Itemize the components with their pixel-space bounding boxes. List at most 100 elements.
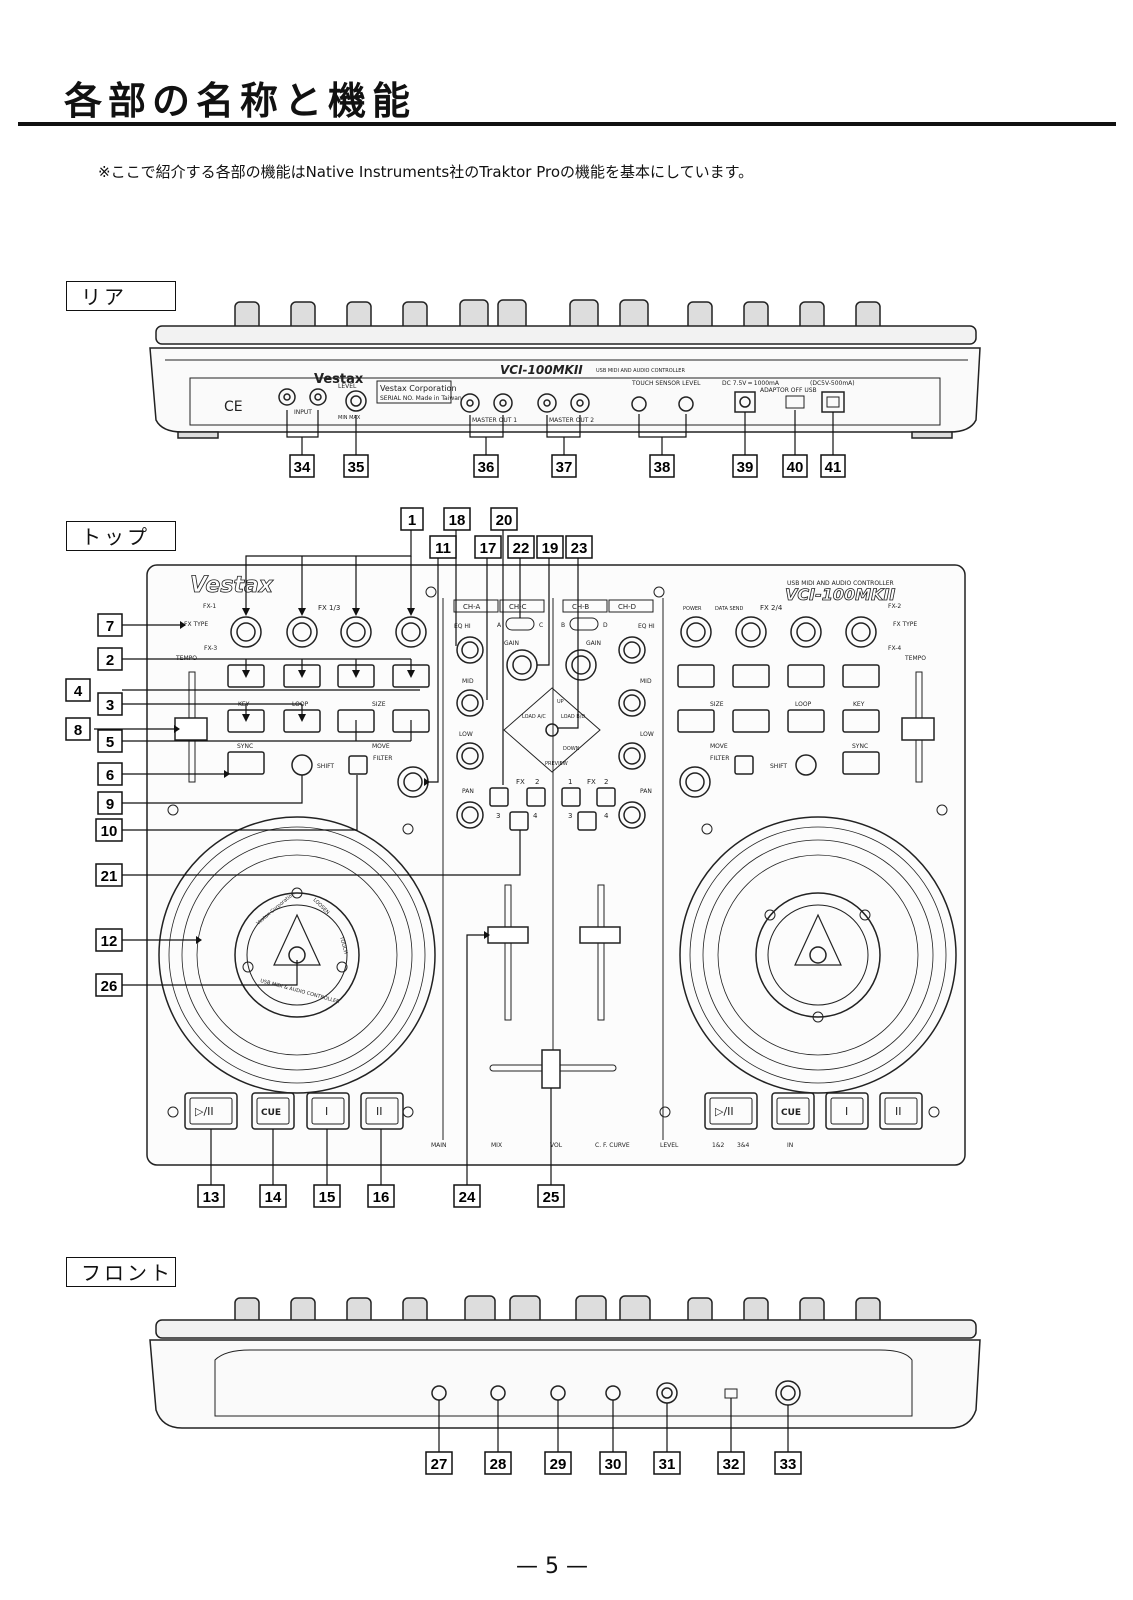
callout-30: 30 (599, 1451, 627, 1475)
callout-11: 11 (429, 535, 457, 559)
fx-right-3: 3 (568, 812, 572, 820)
shift-right: SHIFT (770, 763, 787, 770)
svg-text:21: 21 (101, 868, 118, 885)
front-leaders (438, 1398, 789, 1452)
callout-5: 5 (97, 729, 123, 753)
svg-text:28: 28 (490, 1456, 507, 1473)
jog-touch-left: TOUCH (338, 935, 349, 955)
front-callouts: 27 28 29 30 31 32 33 (425, 1451, 802, 1475)
rear-master1-label: MASTER OUT 1 (472, 417, 517, 424)
svg-text:22: 22 (513, 540, 530, 557)
svg-text:25: 25 (543, 1189, 560, 1206)
fx1-label: FX-1 (203, 603, 216, 610)
cf-curve-label: C. F. CURVE (595, 1142, 630, 1149)
rear-level-range: MIN MAX (338, 415, 361, 421)
section-label-rear: リア (66, 281, 176, 311)
rear-model-sub: USB MIDI AND AUDIO CONTROLLER (596, 368, 685, 374)
callout-39: 39 (732, 454, 758, 478)
data-send-label: DATA SEND (715, 606, 744, 612)
pan-left: PAN (462, 788, 474, 795)
filter-right: FILTER (710, 755, 729, 762)
callout-37: 37 (551, 454, 577, 478)
rear-level-label: LEVEL (338, 383, 357, 390)
svg-text:14: 14 (265, 1189, 282, 1206)
callout-19: 19 (536, 535, 564, 559)
fx24-label: FX 2/4 (760, 604, 783, 612)
rear-model: VCI-100MKII (500, 363, 583, 377)
callout-41: 41 (820, 454, 846, 478)
fx-mixer-right: FX (587, 778, 596, 786)
rear-input-label: INPUT (294, 409, 312, 416)
svg-text:11: 11 (435, 540, 451, 557)
top-view (146, 564, 966, 1166)
load-bd-label: LOAD B/D (561, 714, 585, 720)
in-label: IN (787, 1142, 793, 1149)
svg-text:40: 40 (787, 459, 804, 476)
callout-10: 10 (95, 818, 123, 842)
ch12-label: 1&2 (712, 1142, 724, 1149)
callout-36: 36 (473, 454, 499, 478)
svg-text:15: 15 (319, 1189, 336, 1206)
rear-serial: SERIAL NO. Made in Taiwan (380, 395, 462, 402)
fx-left-3: 3 (496, 812, 500, 820)
callout-32: 32 (717, 1451, 745, 1475)
svg-text:12: 12 (101, 933, 118, 950)
fx-right-2: 2 (604, 778, 608, 786)
play-right: ▷/II (715, 1105, 734, 1118)
callout-7: 7 (97, 613, 123, 637)
callout-3: 3 (97, 692, 123, 716)
fx2-label: FX-2 (888, 603, 901, 610)
switch-d: D (603, 622, 608, 629)
callout-34: 34 (289, 454, 315, 478)
sync-left: SYNC (237, 743, 253, 750)
callout-25: 25 (537, 1184, 565, 1208)
rear-master2-label: MASTER OUT 2 (549, 417, 594, 424)
low-right: LOW (640, 731, 654, 738)
svg-text:18: 18 (449, 512, 466, 529)
svg-text:39: 39 (737, 459, 754, 476)
callout-8: 8 (65, 717, 91, 741)
hotcue2-right: II (895, 1105, 902, 1118)
gain-left: GAIN (504, 640, 519, 647)
callout-22: 22 (507, 535, 535, 559)
top-leaders (94, 528, 579, 1185)
callout-12: 12 (95, 928, 123, 952)
fx13-label: FX 1/3 (318, 604, 340, 612)
rear-touch-label: TOUCH SENSOR LEVEL (631, 380, 701, 387)
intro-note: ※ここで紹介する各部の機能はNative Instruments社のTrakto… (98, 163, 754, 181)
fx-left-4: 4 (533, 812, 538, 820)
filter-left: FILTER (373, 755, 392, 762)
callout-20: 20 (490, 507, 518, 531)
callout-40: 40 (782, 454, 808, 478)
svg-text:9: 9 (106, 796, 114, 813)
down-label: DOWN (563, 746, 580, 752)
svg-text:37: 37 (556, 459, 573, 476)
fx-right-1: 1 (568, 778, 572, 786)
key-right: KEY (853, 701, 865, 708)
callout-18: 18 (443, 507, 471, 531)
fx-type-right: FX TYPE (893, 621, 917, 628)
chb-label: CH-B (572, 603, 589, 611)
sync-right: SYNC (852, 743, 868, 750)
svg-text:7: 7 (106, 618, 114, 635)
power-label: POWER (683, 606, 702, 612)
svg-text:16: 16 (373, 1189, 390, 1206)
top-brand: Vestax (190, 573, 274, 598)
switch-b: B (561, 622, 565, 629)
callout-38: 38 (649, 454, 675, 478)
rear-corp: Vestax Corporation (380, 384, 457, 393)
move-right: MOVE (710, 743, 728, 750)
svg-text:13: 13 (203, 1189, 220, 1206)
mixer-knobs (456, 636, 646, 829)
callout-13: 13 (197, 1184, 225, 1208)
fx-knobs-left (230, 616, 427, 648)
callout-33: 33 (774, 1451, 802, 1475)
fx3-label: FX-3 (204, 645, 217, 652)
tempo-right: TEMPO (904, 655, 926, 662)
ch34-label: 3&4 (737, 1142, 749, 1149)
svg-text:38: 38 (654, 459, 671, 476)
svg-text:19: 19 (542, 540, 559, 557)
low-left: LOW (459, 731, 473, 738)
switch-a: A (497, 622, 502, 629)
top-model: VCI-100MKII (785, 585, 895, 604)
